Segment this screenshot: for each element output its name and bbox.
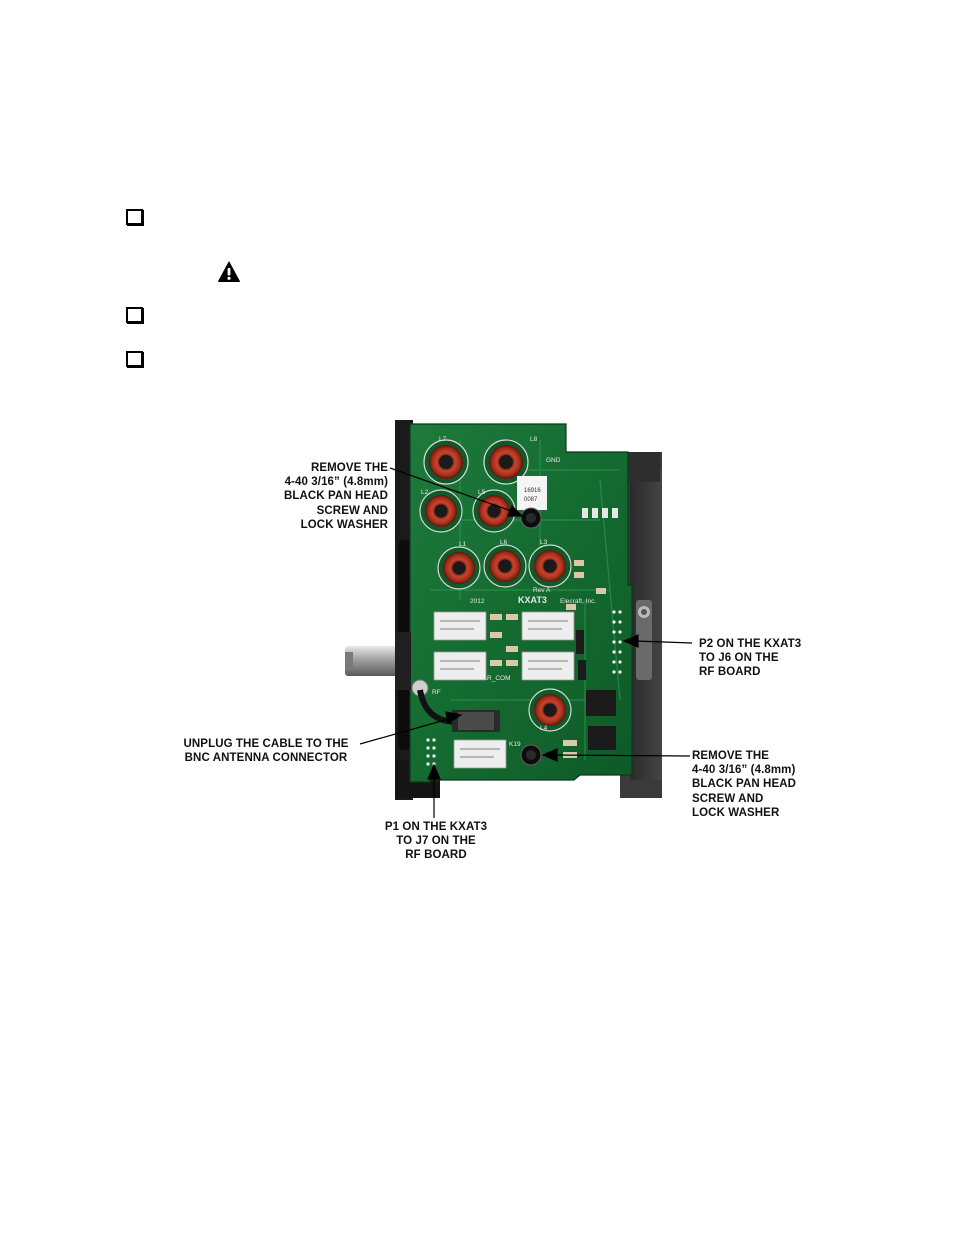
j7-header-pins [426, 738, 436, 766]
silk-model: KXAT3 [518, 595, 547, 605]
toroid-inductors [419, 439, 572, 732]
silk-car-com: CAR_COM [478, 675, 511, 682]
silk-l2: L2 [421, 489, 429, 496]
toroid-l1 [437, 546, 481, 590]
serial-sticker: 16916 0087 [517, 476, 547, 510]
callout-remove-bottom-screw: REMOVE THE 4-40 3/16” (4.8mm) BLACK PAN … [692, 750, 797, 819]
silk-l5: L5 [478, 489, 486, 496]
step-checkbox-3[interactable] [126, 351, 143, 367]
silk-brand: Elecraft, Inc. [560, 598, 596, 605]
silk-l4: L4 [540, 725, 548, 732]
toroid-l4 [528, 688, 572, 732]
bottom-screw [520, 744, 542, 766]
toroid-l8 [483, 439, 529, 485]
toroid-l6 [483, 544, 527, 588]
warning-triangle-icon [218, 261, 240, 282]
silk-l7: L7 [439, 436, 447, 443]
silk-year: 2012 [470, 598, 485, 605]
smd-components [490, 508, 618, 758]
callout-arrows [359, 467, 693, 818]
bnc-antenna-connector [345, 632, 429, 697]
silk-rf: RF [432, 689, 441, 696]
j6-header-pins [612, 610, 622, 674]
silk-rev: Rev A [533, 587, 551, 594]
silk-gnd: GND [546, 457, 561, 464]
kxat3-board-photo: L7 L8 L2 L5 L1 L6 L3 L4 2012 Rev A KXAT3… [345, 420, 693, 818]
callout-remove-top-screw: REMOVE THE 4-40 3/16” (4.8mm) BLACK PAN … [283, 462, 388, 531]
callout-p1-to-j7: P1 ON THE KXAT3 TO J7 ON THE RF BOARD [384, 821, 488, 862]
callout-unplug-bnc-cable: UNPLUG THE CABLE TO THE BNC ANTENNA CONN… [183, 738, 349, 765]
toroid-l7 [423, 439, 469, 485]
board-silkscreen: L7 L8 L2 L5 L1 L6 L3 L4 2012 Rev A KXAT3… [421, 436, 596, 748]
step-checkbox-2[interactable] [126, 307, 143, 323]
silk-l3: L3 [540, 539, 548, 546]
silk-k19: K19 [509, 741, 521, 748]
silk-l8: L8 [530, 436, 538, 443]
step-checkbox-1[interactable] [126, 209, 143, 225]
toroid-l3 [528, 544, 572, 588]
sticker-line-1: 16916 [524, 488, 541, 494]
toroid-l2 [419, 489, 463, 533]
top-screw [520, 507, 542, 529]
antenna-cable [417, 689, 500, 732]
silk-l1: L1 [459, 541, 467, 548]
relays [433, 611, 575, 769]
sticker-line-2: 0087 [524, 497, 538, 503]
toroid-l5 [472, 489, 516, 533]
silk-l6: L6 [500, 539, 508, 546]
callout-p2-to-j6: P2 ON THE KXAT3 TO J6 ON THE RF BOARD [699, 638, 802, 679]
